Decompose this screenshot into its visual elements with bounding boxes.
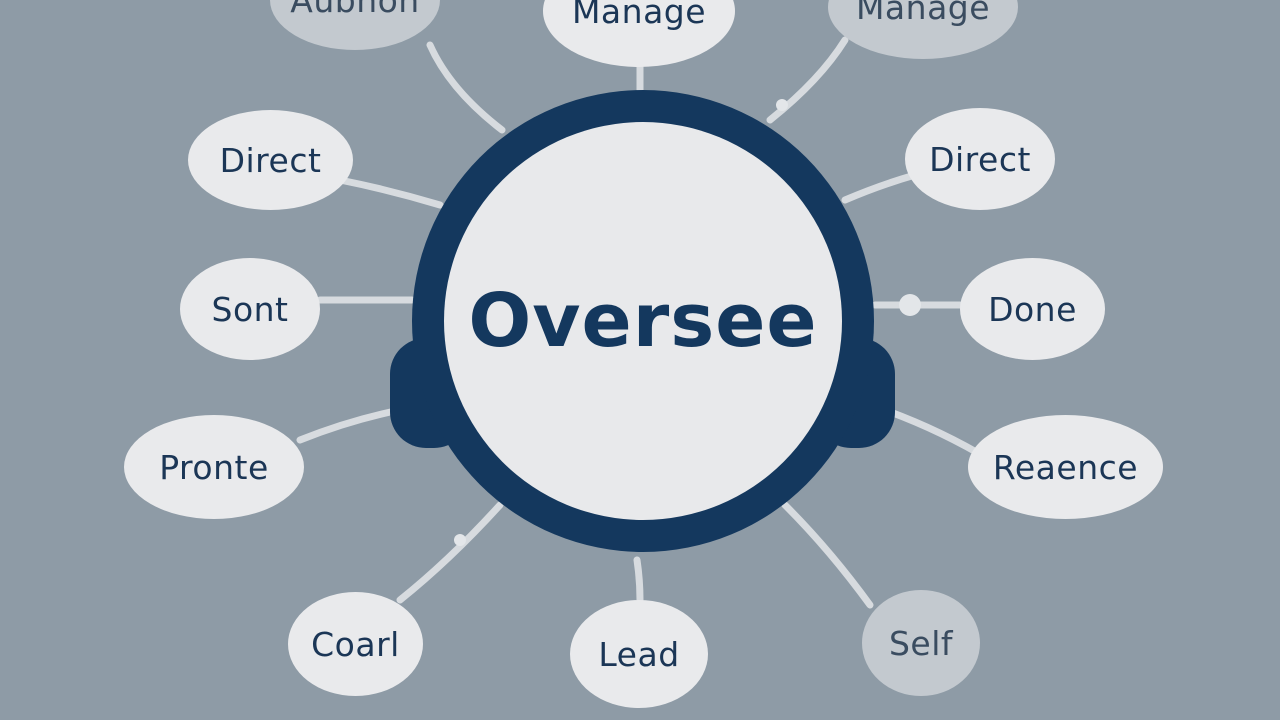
node-label: Pronte <box>159 447 269 487</box>
node-bottom-center: Lead <box>570 600 708 708</box>
connector-left-3 <box>296 406 404 444</box>
node-left-2: Sont <box>180 258 320 360</box>
connector-top-left <box>426 41 506 134</box>
node-right-1: Direct <box>905 108 1055 210</box>
node-label: Coarl <box>311 624 400 664</box>
connector-bottom-left <box>396 501 504 604</box>
node-label: Aubnon <box>290 0 420 20</box>
node-left-1: Direct <box>188 110 353 210</box>
node-right-3: Reaence <box>968 415 1163 519</box>
connector-top-right <box>766 36 849 124</box>
node-label: Direct <box>929 139 1031 179</box>
center-label: Oversee <box>468 278 818 364</box>
node-label: Reaence <box>992 447 1139 487</box>
node-label: Manage <box>571 0 707 31</box>
node-bottom-right: Self <box>862 590 980 696</box>
node-label: Done <box>988 289 1077 329</box>
node-label: Lead <box>598 634 680 674</box>
node-label: Manage <box>855 0 991 27</box>
node-label: Self <box>888 623 954 663</box>
center-node: Oversee <box>444 122 842 520</box>
connector-bottom-right <box>781 501 874 609</box>
node-label: Direct <box>219 140 322 180</box>
connector-right-1 <box>841 171 919 204</box>
connector-left-1 <box>336 176 444 209</box>
connector-bottom-center <box>633 556 644 604</box>
node-right-2: Done <box>960 258 1105 360</box>
node-bottom-left: Coarl <box>288 592 423 696</box>
node-left-3: Pronte <box>124 415 304 519</box>
node-label: Sont <box>211 289 289 329</box>
